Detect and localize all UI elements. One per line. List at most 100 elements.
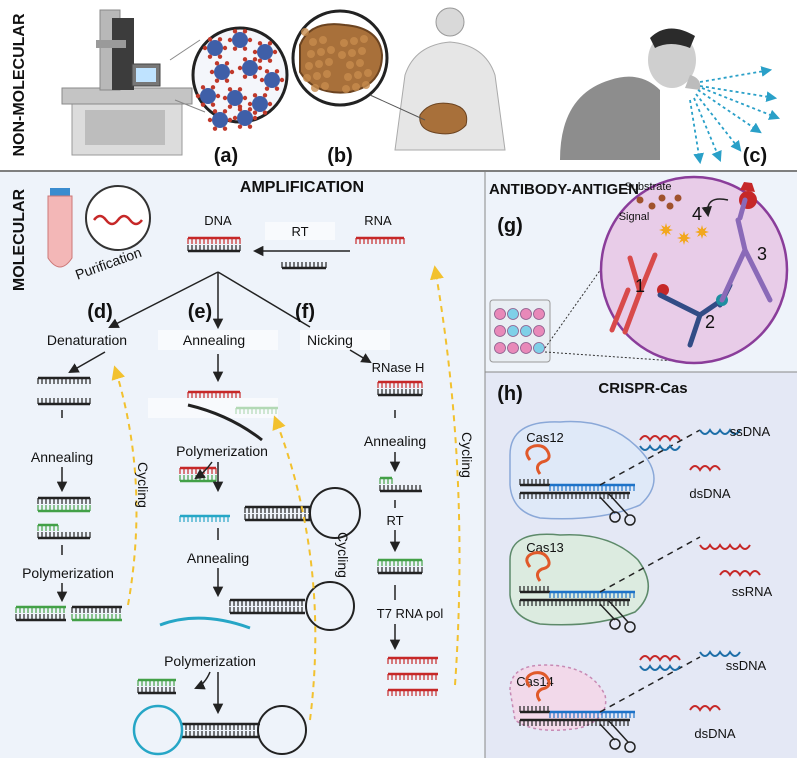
cdna-strand: [281, 262, 327, 270]
e-template: [187, 390, 241, 398]
non-molecular-section: NON-MOLECULAR (a) (b): [0, 0, 797, 170]
rna-label: RNA: [364, 213, 392, 228]
electron-microscope-illustration: [61, 9, 193, 156]
plate-well: [494, 308, 506, 320]
signal-label: Signal: [619, 211, 650, 223]
panel-label-g: (g): [497, 215, 523, 237]
ssdna-label-1: ssDNA: [730, 424, 771, 439]
panel-label-e: (e): [188, 301, 212, 323]
step-label-2: 2: [705, 312, 715, 332]
e-loop-cyan: [132, 704, 184, 756]
e-stem-3-top: [181, 722, 260, 730]
crispr-title: CRISPR-Cas: [598, 380, 687, 397]
coughing-person-illustration: [560, 28, 701, 160]
e-cycling-label: Cycling: [335, 532, 351, 578]
cas14-scissors-blades: [599, 719, 629, 743]
cas12-target: [549, 483, 635, 491]
d-product-1-top: [15, 605, 66, 613]
section-label-non-molecular: NON-MOLECULAR: [11, 13, 28, 157]
cas14-target: [549, 710, 635, 718]
plate-well: [533, 308, 545, 320]
f-hybrid-top: [377, 380, 423, 388]
dna-duplex-top-top: [187, 236, 241, 244]
ssdna-label-2: ssDNA: [726, 658, 767, 673]
cas14-ssdna-target: [699, 650, 741, 657]
liver-texture: [301, 28, 372, 93]
f-annealing-label: Annealing: [364, 433, 426, 449]
d-polymerization-label: Polymerization: [22, 565, 114, 581]
cas12-ssdna-target: [699, 428, 741, 435]
panel-label-a: (a): [214, 145, 238, 167]
amplification-title: AMPLIFICATION: [240, 179, 364, 196]
cas14-dsdna: [689, 705, 721, 712]
cas12-cut-line: [599, 429, 701, 486]
f-rna-1: [387, 656, 438, 664]
rna-strand: [355, 236, 405, 244]
dna-duplex-top-bottom: [187, 245, 241, 253]
section-label-molecular: MOLECULAR: [11, 188, 28, 291]
plate-well: [520, 308, 532, 320]
substrate-label: Substrate: [624, 181, 671, 193]
dna-label: DNA: [204, 213, 232, 228]
cas12-dsdna: [689, 465, 721, 472]
dsdna-label-2: dsDNA: [694, 726, 736, 741]
f-dsdna-bottom: [377, 567, 423, 575]
panel-label-c: (c): [743, 145, 767, 167]
dsdna-label-1: dsDNA: [689, 486, 731, 501]
f-cycling-label: Cycling: [459, 432, 475, 478]
e-polymerization-label-1: Polymerization: [176, 443, 268, 459]
d-product-1-bottom: [15, 614, 66, 622]
secondary-antibody: [719, 197, 773, 303]
plate-well: [533, 325, 545, 337]
purification-lens: [85, 185, 151, 251]
d-single-2: [37, 398, 91, 406]
d-denaturation-label: Denaturation: [47, 332, 127, 348]
cas12-scissors-ring: [624, 514, 636, 526]
panel-label-h: (h): [497, 383, 523, 405]
cas14-ssdna-blue: [639, 664, 681, 671]
d-annealing-label: Annealing: [31, 449, 93, 465]
d-primer: [37, 523, 59, 531]
cas14-strand: [519, 718, 630, 726]
cas12-complex: [509, 420, 655, 520]
e-stem-2-top: [229, 598, 305, 606]
cas14-crrna: [519, 706, 550, 714]
ssrna-label: ssRNA: [732, 584, 773, 599]
plate-well: [507, 308, 519, 320]
e-polymerization-label-2: Polymerization: [164, 653, 256, 669]
e-stem-1-top: [244, 505, 310, 513]
f-rt-label: RT: [386, 513, 403, 528]
cas13-guide: [525, 551, 551, 582]
e-loop-2: [305, 581, 355, 631]
panel-label-d: (d): [87, 301, 113, 323]
plate-well: [520, 342, 532, 354]
e-loop-1: [309, 487, 361, 539]
cas12-guide: [525, 444, 551, 475]
f-dsdna-top: [377, 558, 423, 566]
e-cyan: [179, 514, 230, 522]
e-stem-2-bottom: [229, 607, 305, 615]
cas14-ssdna-red: [639, 655, 681, 662]
panel-label-f: (f): [295, 301, 315, 323]
cas13-ssrna-2: [719, 570, 761, 577]
cas12-strand: [519, 491, 630, 499]
cas13-scissors-blades: [599, 599, 629, 623]
e-product-2-top: [137, 678, 176, 686]
cas13-cut-line: [599, 536, 701, 593]
f-rnase-h-label: RNase H: [372, 360, 425, 375]
panel-label-b: (b): [327, 145, 353, 167]
step-label-4: 4: [692, 204, 702, 224]
plate-well: [520, 325, 532, 337]
antibody-title: ANTIBODY-ANTIGEN: [489, 181, 639, 198]
plate-well: [507, 342, 519, 354]
plate-well: [507, 325, 519, 337]
substrate-particles: [636, 194, 682, 210]
plate-well: [533, 342, 545, 354]
rt-label-top: RT: [291, 224, 308, 239]
e-product-1-bottom: [179, 475, 217, 483]
f-hybrid-bottom: [377, 389, 423, 397]
cas12-ssdna-red: [639, 435, 681, 442]
d-cycling-label: Cycling: [135, 462, 151, 508]
